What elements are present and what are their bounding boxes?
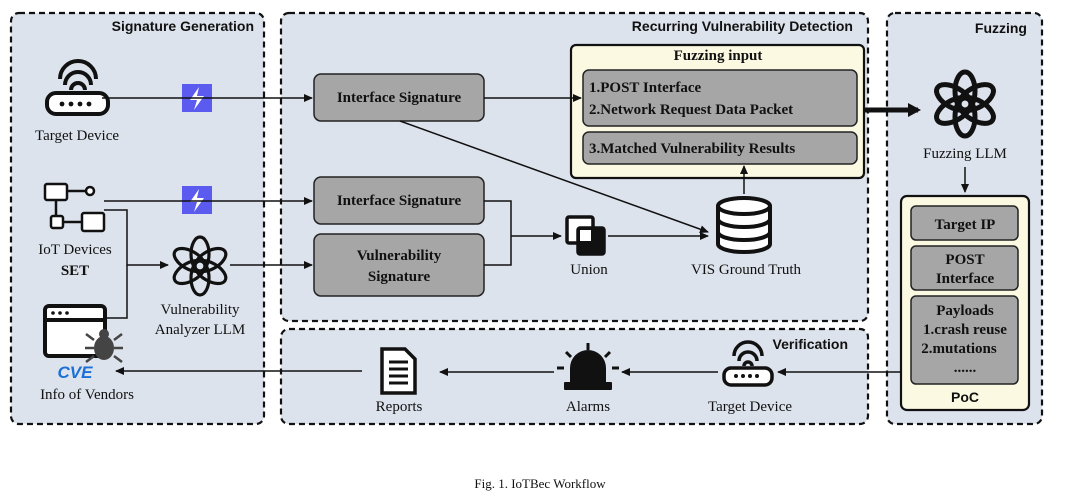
fuzz-item-3: 3.Matched Vulnerability Results xyxy=(589,141,795,157)
post-label-line1: POST xyxy=(945,252,984,268)
vulnerability-signature-line1: Vulnerability xyxy=(357,248,442,264)
verification-target-device-label: Target Device xyxy=(708,399,792,415)
post-label-line2: Interface xyxy=(936,271,995,287)
panel-signature-generation xyxy=(9,11,266,426)
connector-vendor-to-analyzer xyxy=(106,265,128,319)
router-icon xyxy=(722,340,774,387)
openai-llm-icon xyxy=(172,235,228,297)
payload-item-more: ...... xyxy=(954,360,977,376)
union-icon xyxy=(565,215,606,256)
payload-item-2: 2.mutations xyxy=(921,341,997,357)
browser-window-icon xyxy=(43,304,107,358)
cve-logo: CVE xyxy=(58,363,94,382)
figure-caption: Fig. 1. IoTBec Workflow xyxy=(474,476,606,491)
iot-set-label: SET xyxy=(61,263,89,279)
analyzer-label-line2: Analyzer LLM xyxy=(155,322,245,338)
connector-sigs-to-union xyxy=(484,200,512,266)
target-ip-box xyxy=(910,205,1019,241)
openai-llm-icon xyxy=(934,69,996,139)
vulnerability-signature-box xyxy=(313,233,485,297)
fuzz-item-2: 2.Network Request Data Packet xyxy=(589,102,793,118)
vulnerability-signature-line2: Signature xyxy=(368,269,431,285)
alarms-label: Alarms xyxy=(566,399,610,415)
reports-label: Reports xyxy=(376,399,423,415)
iot-devices-label: IoT Devices xyxy=(38,242,112,258)
panel-title-signature-generation: Signature Generation xyxy=(112,18,254,34)
router-icon xyxy=(45,59,110,116)
database-icon xyxy=(716,196,772,254)
panel-title-recurring-detection: Recurring Vulnerability Detection xyxy=(632,18,853,34)
matched-results-box xyxy=(582,131,858,165)
target-ip-label: Target IP xyxy=(935,217,996,233)
payload-item-1: 1.crash reuse xyxy=(923,322,1007,338)
fuzzing-llm-label: Fuzzing LLM xyxy=(923,146,1007,162)
target-device-label: Target Device xyxy=(35,128,119,144)
poc-label: PoC xyxy=(951,389,979,405)
vis-ground-truth-label: VIS Ground Truth xyxy=(691,262,802,278)
analyzer-label-line1: Vulnerability xyxy=(160,302,240,318)
alarm-siren-icon xyxy=(557,343,619,390)
panel-title-verification: Verification xyxy=(773,336,848,352)
payloads-label: Payloads xyxy=(936,303,994,319)
fuzz-items-box xyxy=(582,69,858,127)
fuzz-item-1: 1.POST Interface xyxy=(589,80,702,96)
fuzzing-input-title: Fuzzing input xyxy=(674,48,763,64)
vendors-label: Info of Vendors xyxy=(40,387,134,403)
payloads-box xyxy=(910,295,1019,385)
union-label: Union xyxy=(570,262,608,278)
bug-icon xyxy=(85,329,123,363)
panel-title-fuzzing: Fuzzing xyxy=(975,20,1027,36)
interface-signature-label-1: Interface Signature xyxy=(337,90,462,106)
connector-iot-to-analyzer xyxy=(104,209,169,269)
post-interface-box xyxy=(910,245,1019,291)
document-icon xyxy=(380,347,417,395)
lightning-icon xyxy=(182,186,212,214)
interface-signature-label-2: Interface Signature xyxy=(337,193,462,209)
connector-interface-to-ground-truth xyxy=(399,120,709,234)
network-devices-icon xyxy=(43,182,106,233)
